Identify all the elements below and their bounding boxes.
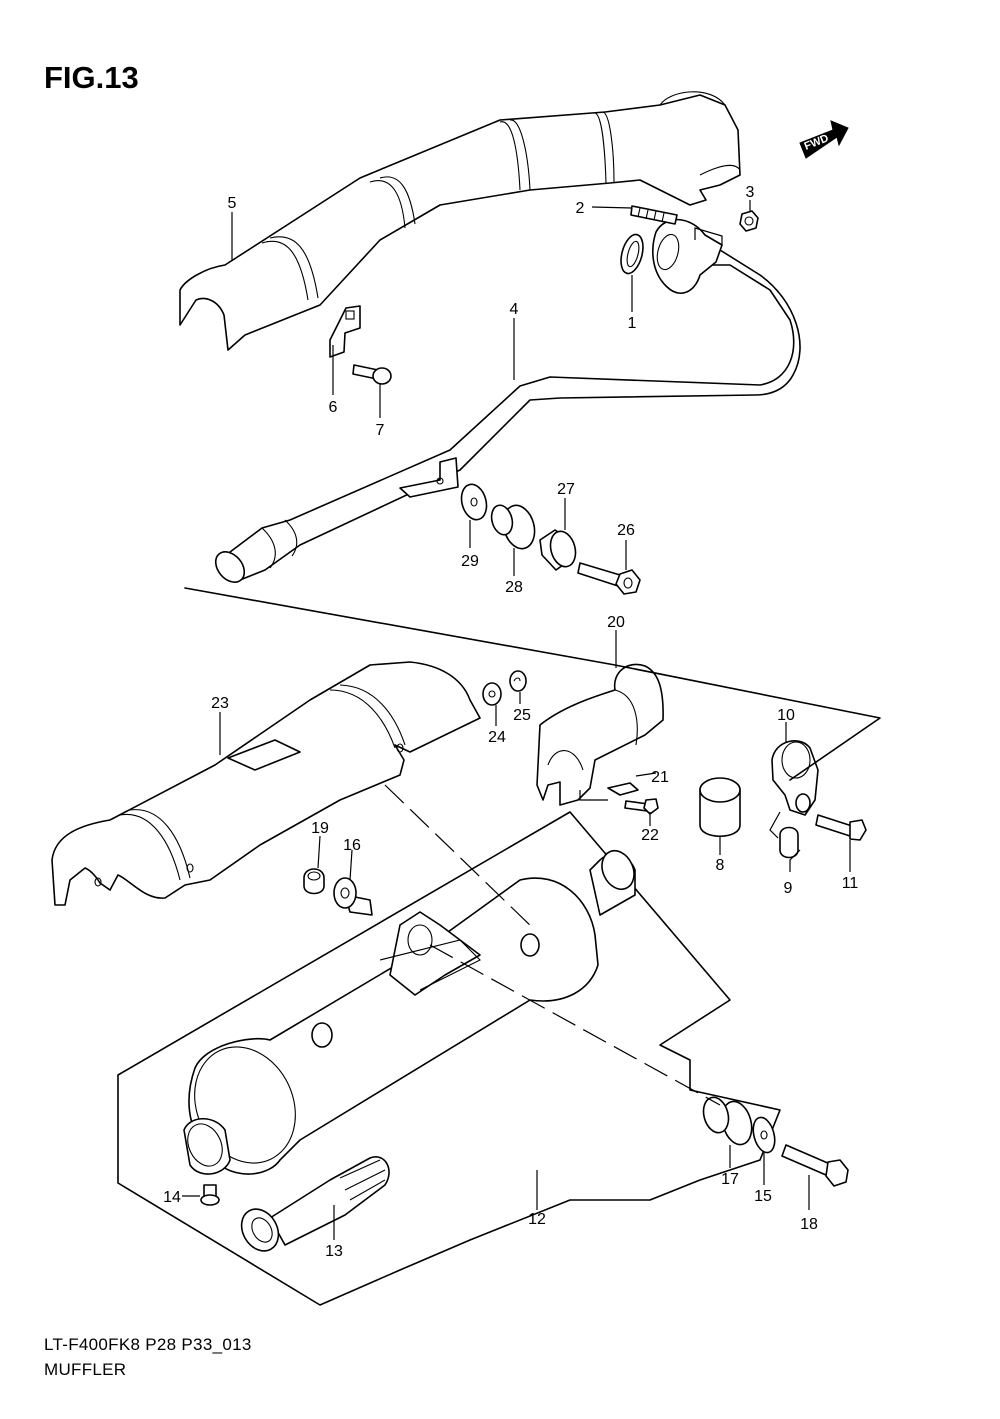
leader-lines bbox=[182, 200, 851, 1240]
muffler-collar bbox=[333, 877, 373, 916]
callout-12: 12 bbox=[528, 1211, 546, 1228]
callout-19: 19 bbox=[311, 820, 329, 837]
callout-14: 14 bbox=[163, 1189, 181, 1206]
muffler-body bbox=[183, 849, 636, 1175]
callout-16: 16 bbox=[343, 837, 361, 854]
joint-heat-shield bbox=[536, 663, 664, 806]
callout-20: 20 bbox=[607, 614, 625, 631]
spark-arrester bbox=[240, 1156, 390, 1252]
callout-25: 25 bbox=[513, 707, 531, 724]
clamp-spacer bbox=[779, 826, 799, 859]
callout-2: 2 bbox=[576, 200, 585, 217]
stud-bolt bbox=[630, 205, 678, 225]
callout-13: 13 bbox=[325, 1243, 343, 1260]
clamp-bolt bbox=[815, 814, 867, 841]
mount-cushion-washer bbox=[460, 483, 488, 521]
callout-labels: 1 2 3 4 5 6 7 8 9 10 11 12 13 14 15 16 1… bbox=[163, 184, 858, 1260]
callout-17: 17 bbox=[721, 1171, 739, 1188]
mount-cushion bbox=[490, 504, 536, 550]
flange-nut bbox=[739, 210, 759, 232]
mount-collar bbox=[539, 529, 577, 571]
callout-18: 18 bbox=[800, 1216, 818, 1233]
model-code: LT-F400FK8 P28 P33_013 bbox=[44, 1335, 252, 1354]
callout-8: 8 bbox=[716, 857, 725, 874]
callout-28: 28 bbox=[505, 579, 523, 596]
shield-bolt bbox=[352, 364, 392, 385]
mount-bolt-lower bbox=[781, 1144, 849, 1187]
callout-15: 15 bbox=[754, 1188, 772, 1205]
exhaust-gasket bbox=[620, 233, 644, 275]
callout-21: 21 bbox=[651, 769, 669, 786]
callout-3: 3 bbox=[746, 184, 755, 201]
pipe-gasket bbox=[699, 777, 741, 837]
callout-27: 27 bbox=[557, 481, 575, 498]
reference-lines bbox=[184, 587, 881, 1106]
callout-9: 9 bbox=[784, 880, 793, 897]
mount-bolt-upper bbox=[577, 562, 641, 595]
muffler-washer bbox=[752, 1116, 776, 1154]
heat-shield-lower bbox=[51, 661, 481, 906]
exhaust-clamp bbox=[771, 740, 819, 816]
arrester-screw bbox=[200, 1184, 220, 1206]
figure-title: FIG.13 bbox=[44, 60, 139, 95]
muffler-assembly-frame bbox=[117, 811, 781, 1306]
exhaust-pipe bbox=[214, 239, 801, 583]
callout-5: 5 bbox=[228, 195, 237, 212]
section-name: MUFFLER bbox=[44, 1360, 127, 1379]
muffler-nut bbox=[303, 868, 325, 895]
callout-24: 24 bbox=[488, 729, 506, 746]
callout-10: 10 bbox=[777, 707, 795, 724]
shield-screw bbox=[624, 798, 659, 815]
callout-4: 4 bbox=[510, 301, 519, 318]
callout-6: 6 bbox=[329, 399, 338, 416]
callout-29: 29 bbox=[461, 553, 479, 570]
fwd-arrow-icon: FWD bbox=[799, 120, 849, 159]
heat-shield-upper bbox=[179, 91, 741, 351]
callout-23: 23 bbox=[211, 695, 229, 712]
shield-clip bbox=[509, 670, 527, 692]
callout-26: 26 bbox=[617, 522, 635, 539]
callout-7: 7 bbox=[376, 422, 385, 439]
shield-collar bbox=[482, 682, 502, 706]
shield-bracket bbox=[329, 305, 361, 358]
shield-bracket-small bbox=[607, 782, 639, 796]
callout-1: 1 bbox=[628, 315, 637, 332]
exhaust-flange bbox=[652, 218, 723, 294]
callout-22: 22 bbox=[641, 827, 659, 844]
callout-11: 11 bbox=[842, 875, 859, 892]
muffler-cushion bbox=[702, 1096, 753, 1146]
